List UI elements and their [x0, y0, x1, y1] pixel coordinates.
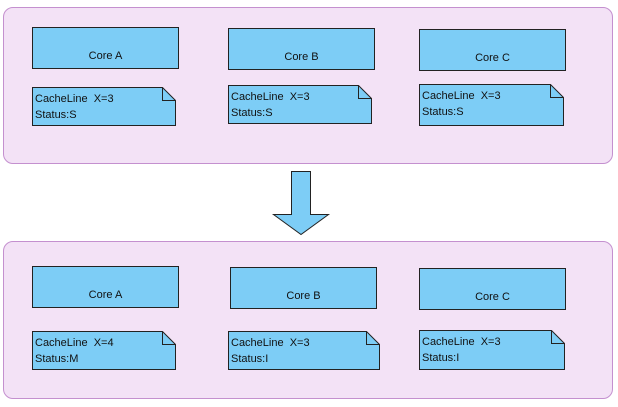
core-label: Core A [88, 50, 123, 62]
core-label: Core B [286, 290, 321, 302]
note-shape [32, 331, 176, 370]
cache-line-value: CacheLine X=3 [35, 93, 114, 105]
core-b-box: Core B [230, 267, 377, 309]
note-shape [228, 85, 372, 124]
down-arrow-icon [271, 171, 331, 236]
state-after-panel [3, 241, 613, 399]
cache-line-value: CacheLine X=3 [231, 91, 310, 103]
core-label: Core A [88, 289, 123, 301]
cache-line-status: Status:M [35, 353, 79, 365]
note-shape [228, 331, 380, 370]
core-label: Core C [475, 291, 510, 303]
core-a-box: Core A [32, 266, 179, 308]
cache-line-status: Status:S [231, 107, 273, 119]
core-label: Core C [475, 52, 510, 64]
core-label: Core B [284, 51, 319, 63]
cache-line-value: CacheLine X=4 [35, 337, 114, 349]
core-b-box: Core B [228, 28, 375, 70]
core-a-box: Core A [32, 27, 179, 69]
cache-line-status: Status:S [35, 109, 77, 121]
cache-line-status: Status:S [422, 106, 464, 118]
core-c-box: Core C [419, 29, 566, 71]
cache-line-value: CacheLine X=3 [422, 336, 501, 348]
note-shape [32, 87, 176, 126]
cache-line-status: Status:I [422, 352, 460, 364]
cache-line-status: Status:I [231, 353, 269, 365]
cache-line-value: CacheLine X=3 [231, 337, 310, 349]
core-c-box: Core C [419, 268, 566, 310]
note-shape [419, 84, 564, 126]
note-shape [419, 330, 565, 370]
cache-line-value: CacheLine X=3 [422, 90, 501, 102]
